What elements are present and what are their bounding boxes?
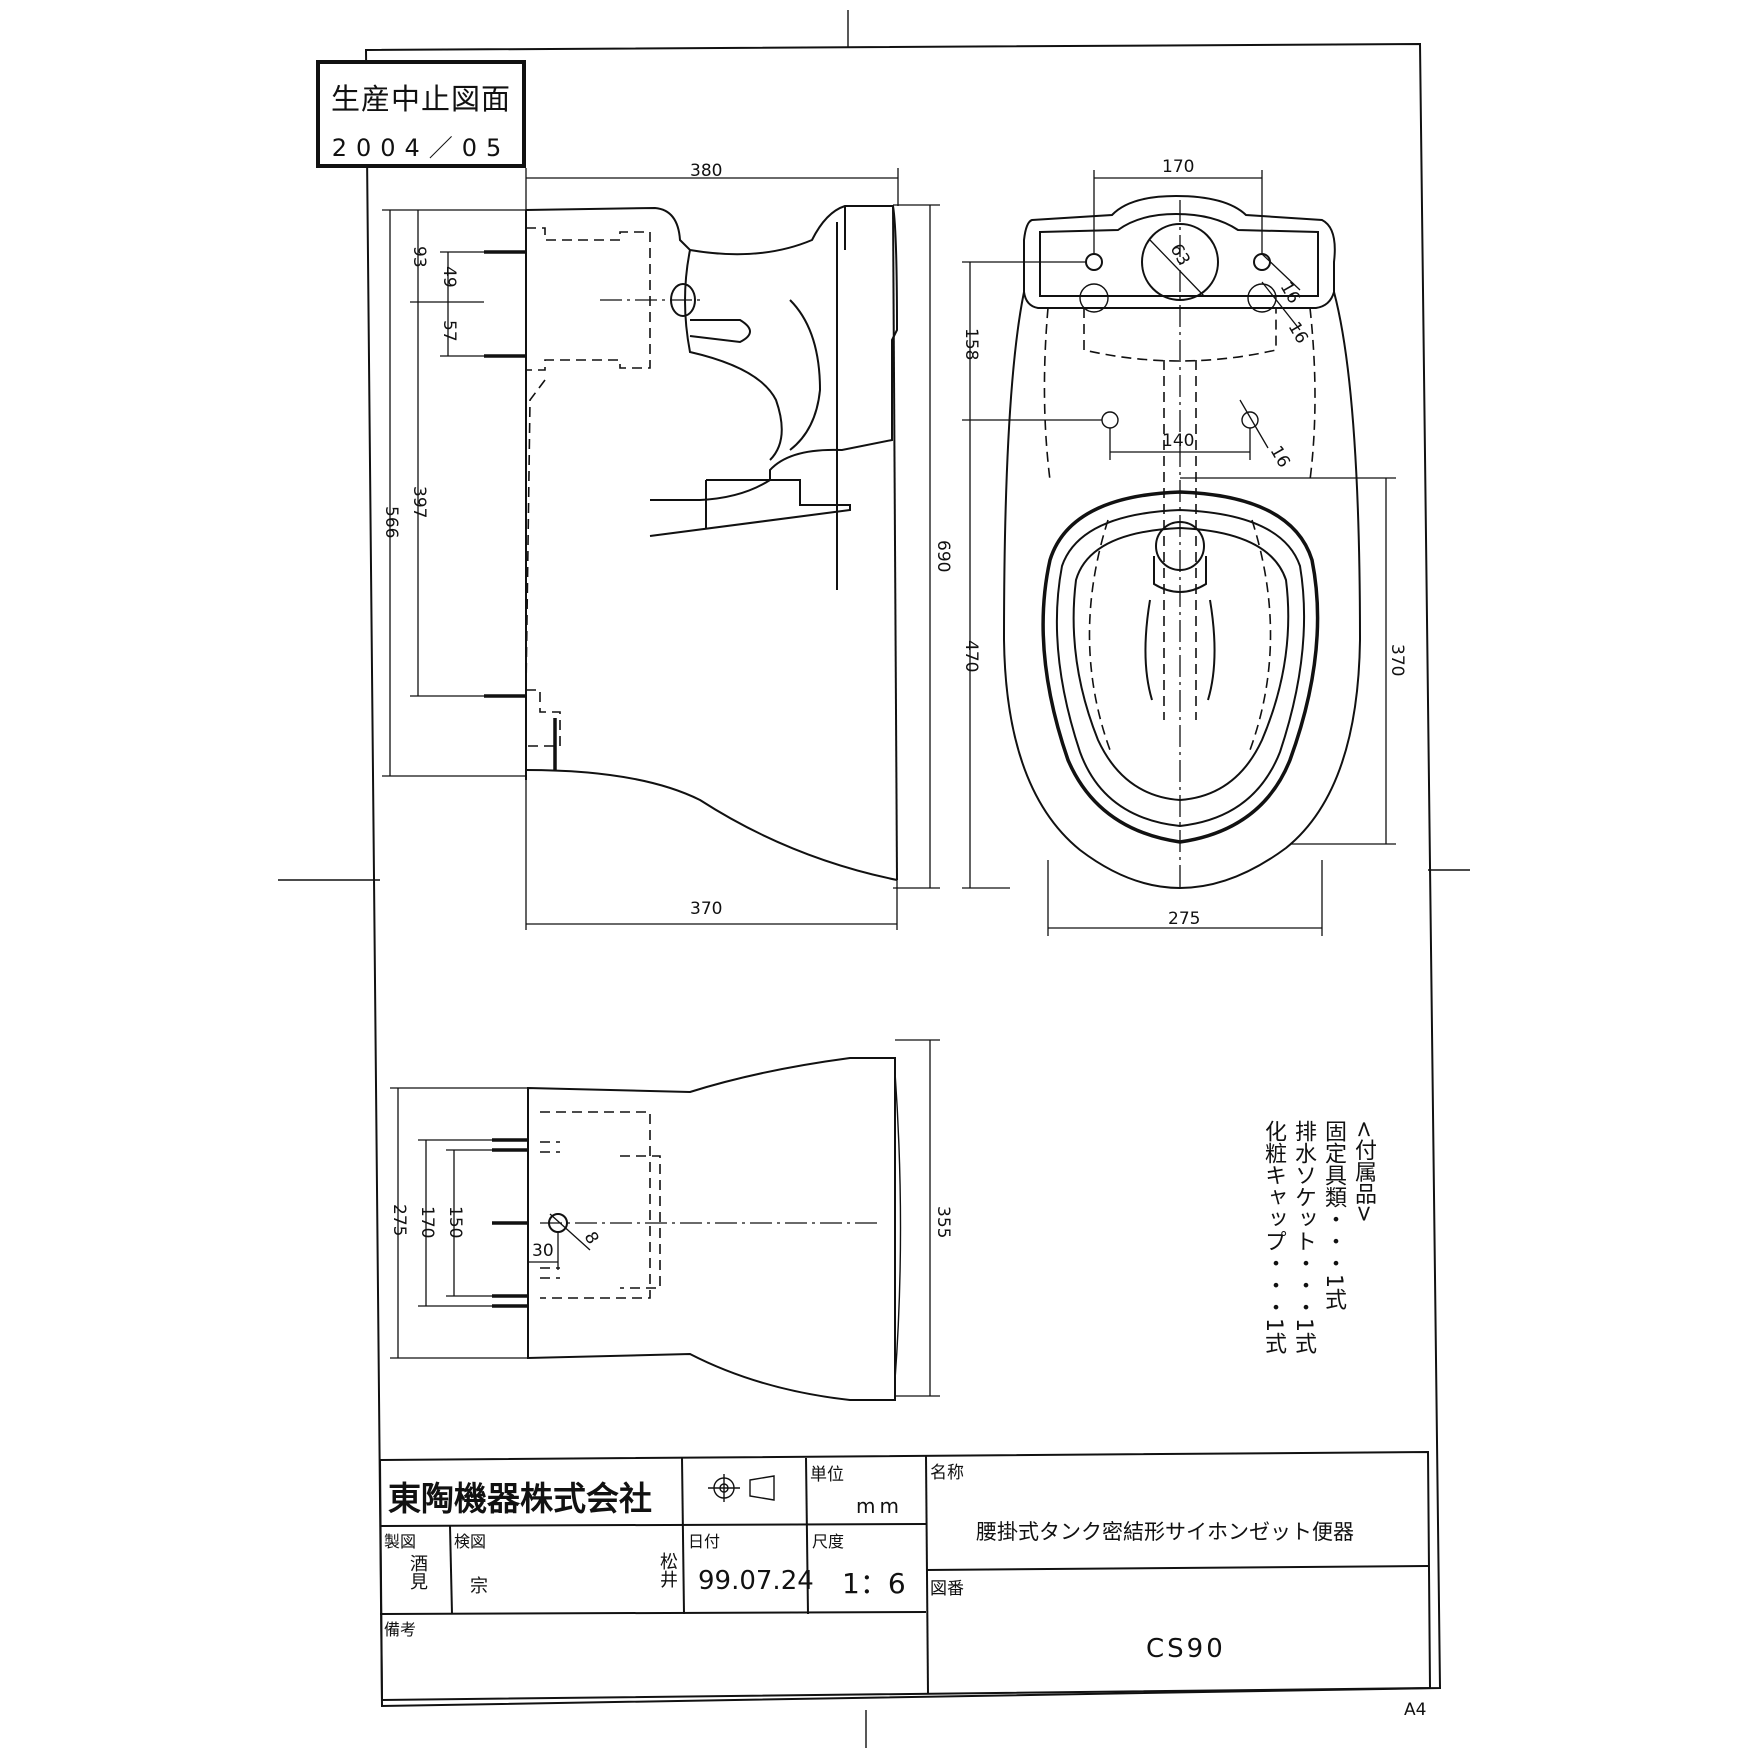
sheet-border — [364, 42, 1442, 1708]
notes-header: <付属品> — [1351, 1120, 1376, 1223]
dim-side-93: 93 — [409, 246, 429, 268]
dim-bottom-275: 275 — [389, 1204, 409, 1236]
dim-bottom-30: 30 — [532, 1241, 554, 1261]
dim-bottom-355: 355 — [933, 1206, 953, 1238]
discontinued-stamp: 生産中止図面 2004／05 — [316, 60, 526, 168]
remarks-label: 備考 — [384, 1620, 417, 1639]
checked-label: 検図 — [454, 1532, 487, 1551]
dim-top-470: 470 — [961, 640, 981, 672]
dim-bottom-170: 170 — [417, 1206, 437, 1238]
dim-top-63: 63 — [1166, 241, 1194, 270]
date-value: 99.07.24 — [698, 1566, 814, 1596]
dim-top-170: 170 — [1162, 157, 1194, 177]
notes-item-1: 固定具類・・・1式 — [1321, 1120, 1346, 1310]
top-view — [962, 170, 1396, 936]
dim-side-57: 57 — [439, 320, 459, 342]
unit-label: 単位 — [810, 1465, 844, 1485]
drawing-no-label: 図番 — [930, 1579, 964, 1599]
bottom-view — [390, 1039, 940, 1401]
dim-top-158: 158 — [961, 328, 981, 360]
dim-top-370: 370 — [1387, 644, 1407, 676]
dim-bottom-8: 8 — [580, 1229, 603, 1248]
dim-side-370: 370 — [690, 899, 722, 919]
dim-top-140: 140 — [1162, 431, 1194, 451]
dim-top-16c: 16 — [1266, 443, 1294, 472]
dim-top-16a: 16 — [1276, 279, 1304, 308]
title-block-lines — [378, 1450, 1432, 1702]
dim-side-397: 397 — [409, 486, 429, 518]
stamp-title: 生産中止図面 — [330, 82, 511, 116]
dim-side-690: 690 — [933, 540, 953, 572]
unit-value: mm — [856, 1494, 903, 1518]
stamp-date: 2004／05 — [331, 134, 511, 162]
company-name: 東陶機器株式会社 — [388, 1479, 652, 1518]
checked-value: 宗 — [470, 1576, 488, 1597]
date-label: 日付 — [688, 1532, 721, 1551]
accessories-notes: <付属品> 固定具類・・・1式 排水ソケット・・・1式 化粧キャップ・・・1式 — [1258, 1120, 1378, 1354]
approved-value: 松井 — [660, 1552, 678, 1591]
dim-side-566: 566 — [381, 506, 401, 538]
scale-label: 尺度 — [812, 1532, 845, 1551]
notes-item-2: 排水ソケット・・・1式 — [1291, 1120, 1316, 1354]
dim-side-49: 49 — [439, 266, 459, 288]
dim-bottom-150: 150 — [445, 1206, 465, 1238]
product-name: 腰掛式タンク密結形サイホンゼット便器 — [976, 1520, 1354, 1544]
drawn-value: 酒見 — [410, 1554, 428, 1593]
dim-top-16b: 16 — [1284, 319, 1312, 348]
drawing-number: CS90 — [1146, 1634, 1226, 1664]
paper-size: A4 — [1404, 1700, 1427, 1720]
notes-item-3: 化粧キャップ・・・1式 — [1261, 1120, 1286, 1354]
side-view — [382, 168, 940, 930]
dim-side-380: 380 — [690, 161, 722, 181]
projection-symbol-icon — [708, 1474, 775, 1502]
scale-value: 1：6 — [842, 1567, 906, 1600]
name-label: 名称 — [930, 1463, 964, 1483]
dim-top-275: 275 — [1168, 909, 1200, 929]
crop-marks — [278, 10, 1470, 1748]
drawn-label: 製図 — [384, 1532, 417, 1551]
